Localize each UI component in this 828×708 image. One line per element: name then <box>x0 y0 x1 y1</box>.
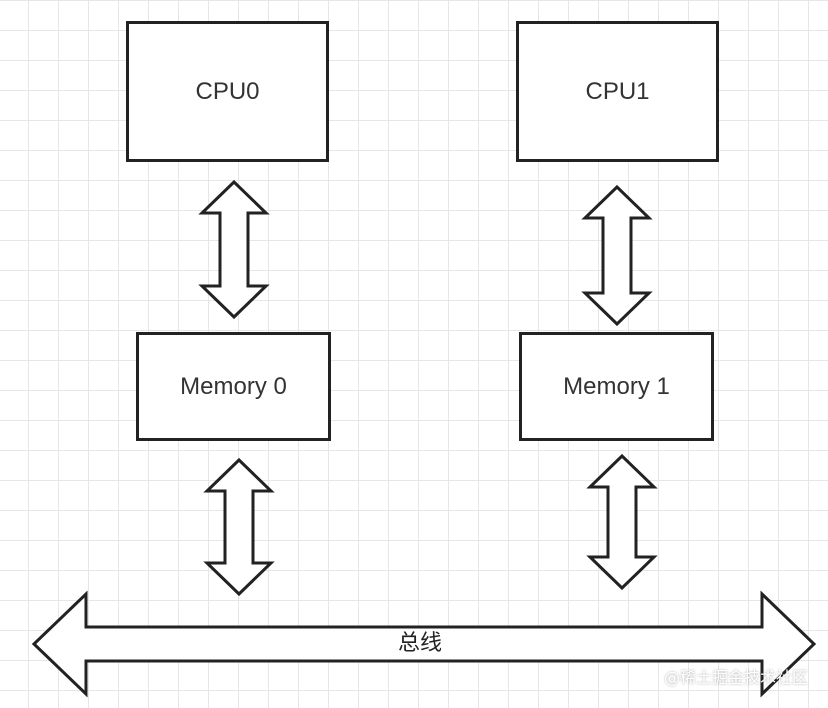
cpu0-box: CPU0 <box>126 21 329 162</box>
cpu0-label: CPU0 <box>195 77 260 105</box>
cpu0-memory0-arrow <box>198 179 270 320</box>
cpu1-memory1-arrow <box>581 184 653 327</box>
memory0-box: Memory 0 <box>136 332 331 441</box>
memory1-label: Memory 1 <box>563 372 670 400</box>
memory1-box: Memory 1 <box>519 332 714 441</box>
memory1-bus-arrow <box>586 453 658 591</box>
cpu1-label: CPU1 <box>585 77 650 105</box>
watermark: @稀土掘金技术社区 <box>663 668 808 687</box>
cpu1-box: CPU1 <box>516 21 719 162</box>
memory0-bus-arrow <box>203 457 275 597</box>
bus-arrow <box>31 590 817 698</box>
memory0-label: Memory 0 <box>180 372 287 400</box>
bus-label: 总线 <box>397 631 442 656</box>
